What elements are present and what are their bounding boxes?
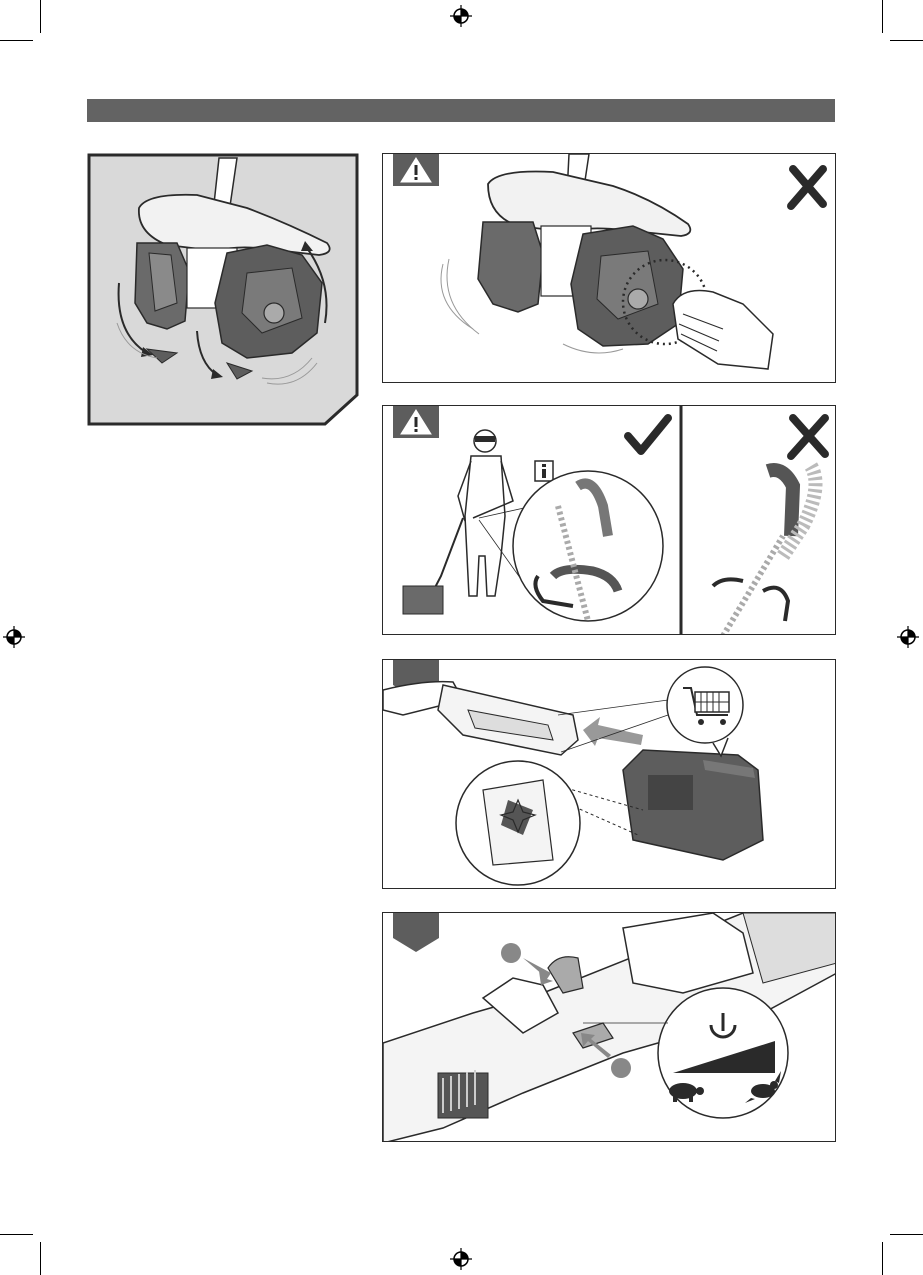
- crop-mark: [40, 0, 41, 33]
- crop-mark: [882, 0, 883, 33]
- crop-mark: [890, 1234, 923, 1235]
- panel-battery-insertion: [382, 659, 836, 889]
- check-mark-icon: [628, 418, 668, 451]
- panel-switch-trigger: [382, 912, 836, 1142]
- trigger-illustration: [383, 913, 836, 1142]
- panel-warning-posture: [382, 405, 836, 635]
- crop-mark: [0, 40, 33, 41]
- registration-mark-icon: [450, 5, 472, 27]
- registration-mark-icon: [3, 626, 25, 648]
- hand-near-tines-illustration: [383, 154, 836, 383]
- section-header-bar: [87, 99, 835, 122]
- operator-posture-illustration: [383, 406, 836, 635]
- crop-mark: [890, 40, 923, 41]
- registration-mark-icon: [450, 1248, 472, 1270]
- crop-mark: [40, 1242, 41, 1275]
- cross-mark-icon: [791, 418, 825, 456]
- shopping-cart-icon: [667, 667, 743, 756]
- registration-mark-icon: [897, 626, 919, 648]
- cross-mark-icon: [791, 169, 823, 206]
- info-icon: [535, 461, 553, 481]
- figure-tines-rotation: [87, 153, 360, 427]
- crop-mark: [882, 1242, 883, 1275]
- crop-mark: [0, 1234, 33, 1235]
- panel-warning-hand: [382, 153, 836, 383]
- battery-insertion-illustration: [383, 660, 836, 889]
